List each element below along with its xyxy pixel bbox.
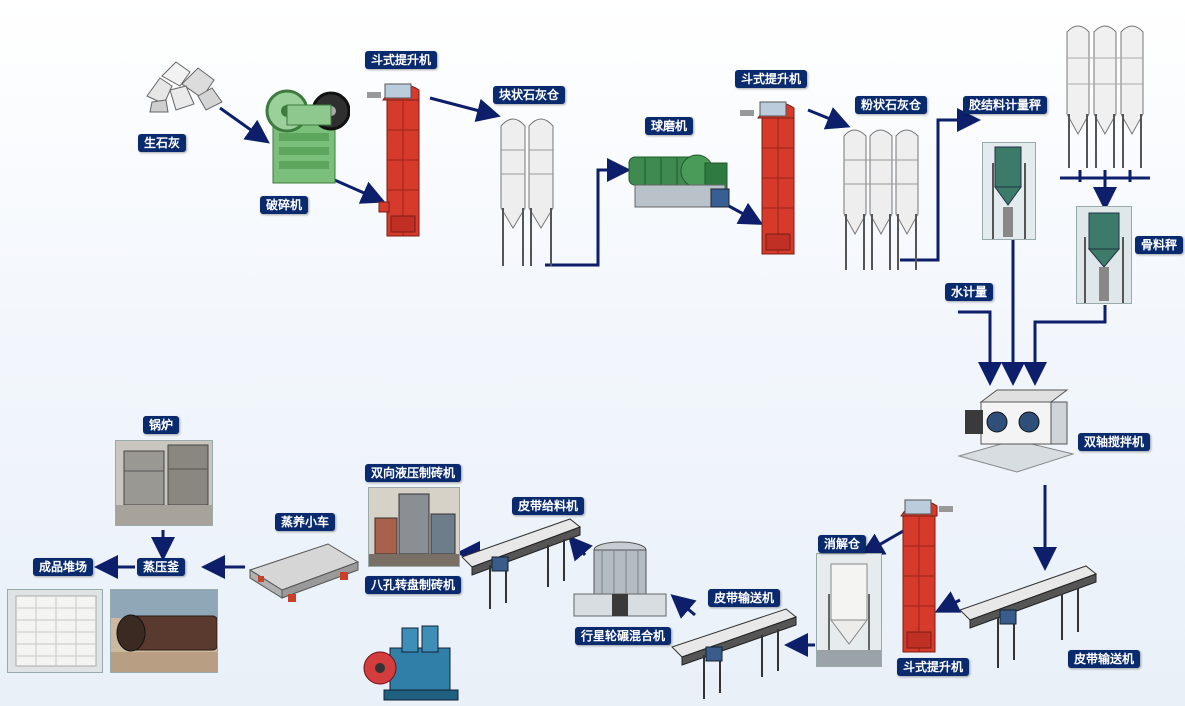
ball-mill-image — [628, 154, 730, 208]
crusher-image — [265, 89, 350, 184]
label-rotary-press: 八孔转盘制砖机 — [365, 576, 462, 594]
arrow-elevator2-powdersilo — [807, 107, 851, 130]
lump-silo-image — [500, 118, 554, 266]
label-curing-cart: 蒸养小车 — [275, 513, 336, 531]
aggregate-scale-image — [1076, 206, 1132, 304]
label-elevator2: 斗式提升机 — [735, 70, 808, 88]
label-wheel-mixer: 行星轮碾混合机 — [575, 627, 672, 645]
label-binder-scale: 胶结料计量秤 — [963, 96, 1048, 114]
aggregate-silos-image — [1066, 25, 1144, 168]
label-twin-mixer: 双轴搅拌机 — [1078, 433, 1151, 451]
label-hydraulic-press: 双向液压制砖机 — [365, 464, 462, 482]
label-product-yard: 成品堆场 — [33, 558, 94, 576]
label-crusher: 破碎机 — [260, 196, 309, 214]
arrow-quicklime-crusher — [219, 106, 270, 144]
label-powder-silo: 粉状石灰仓 — [855, 96, 928, 114]
label-aggregate-scale: 骨料秤 — [1135, 236, 1184, 254]
belt-conveyor-mid-image — [671, 608, 798, 699]
arrow-elevator1-lumpsilo — [429, 96, 501, 123]
elevator2-image — [740, 101, 795, 255]
label-belt-feeder: 皮带给料机 — [512, 497, 585, 515]
slaking-bin-image — [816, 553, 882, 667]
label-ball-mill: 球磨机 — [645, 117, 694, 135]
label-elevator1: 斗式提升机 — [365, 51, 438, 69]
label-belt-conveyor-right: 皮带输送机 — [1068, 650, 1141, 668]
label-belt-conveyor-mid: 皮带输送机 — [708, 589, 781, 607]
belt-feeder-image — [461, 518, 582, 609]
label-water-meter: 水计量 — [945, 283, 994, 301]
label-boiler: 锅炉 — [143, 416, 180, 434]
curing-cart-image — [248, 543, 360, 602]
wheel-mixer-image — [573, 541, 667, 617]
label-autoclave: 蒸压釜 — [137, 558, 186, 576]
label-elevator3: 斗式提升机 — [897, 658, 970, 676]
autoclave-image — [110, 589, 218, 673]
label-quicklime: 生石灰 — [138, 134, 187, 152]
powder-silo-image — [843, 129, 919, 270]
hydraulic-press-image — [368, 487, 460, 567]
twin-mixer-image — [957, 389, 1075, 473]
elevator1-image — [367, 83, 420, 237]
boiler-image — [115, 440, 213, 526]
belt-conveyor-right-image — [959, 565, 1098, 668]
elevator3-image — [900, 499, 953, 653]
arrow-aggregate-mixer — [1023, 305, 1107, 386]
arrow-water-mixer — [958, 310, 1002, 386]
quicklime-rocks-image — [146, 61, 223, 113]
binder-scale-image — [982, 142, 1036, 240]
rotary-press-image — [363, 625, 459, 701]
label-slaking-bin: 消解仓 — [818, 535, 867, 553]
product-yard-image — [7, 589, 103, 673]
label-lump-silo: 块状石灰仓 — [493, 86, 566, 104]
